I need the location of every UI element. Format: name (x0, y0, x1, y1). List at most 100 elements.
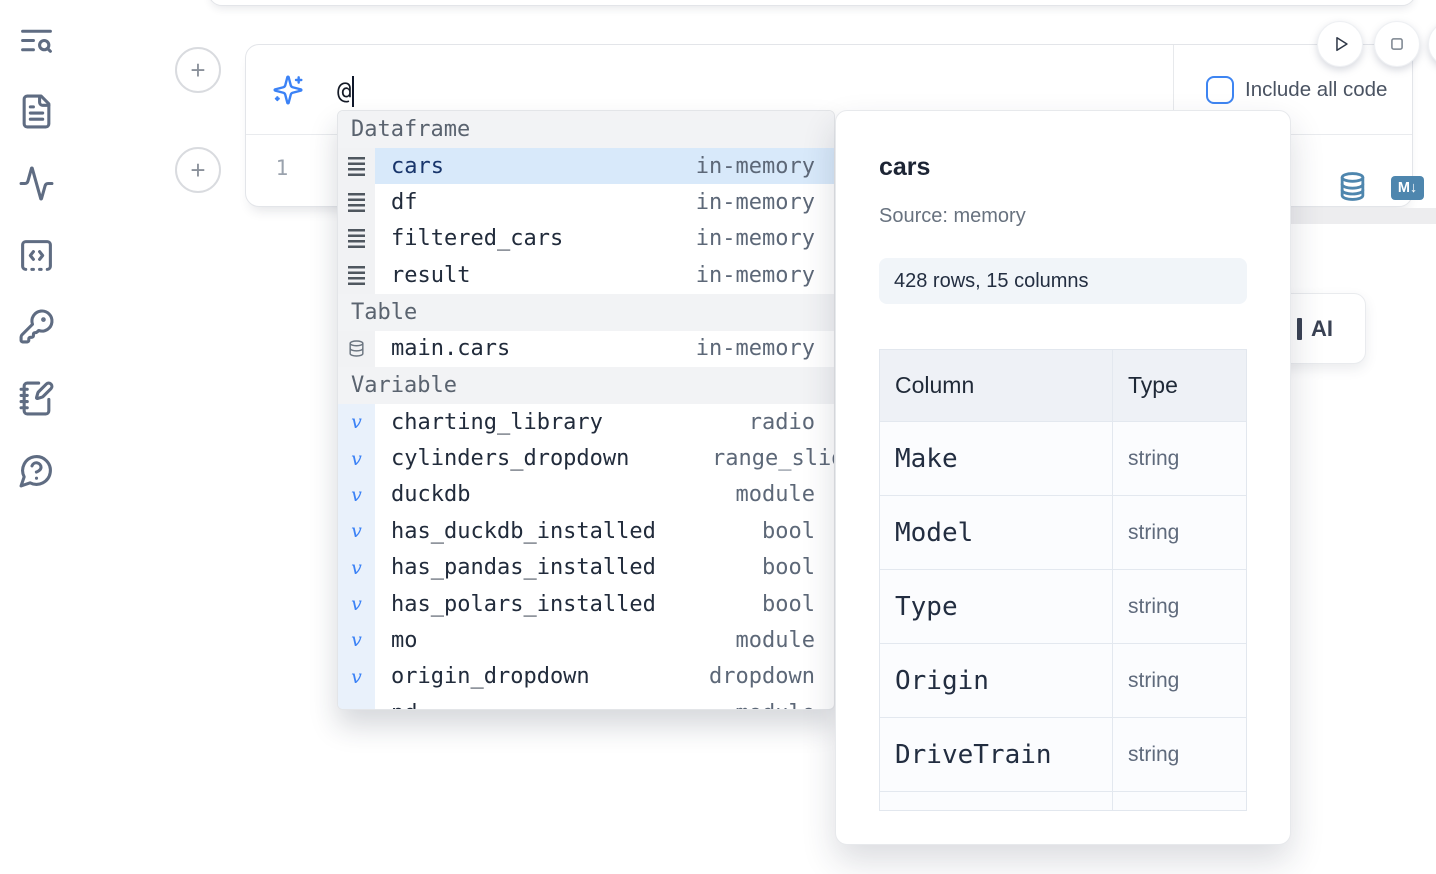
variable-icon: v (338, 403, 375, 441)
item-type: in-memory (695, 190, 815, 216)
type-header: Type (1128, 372, 1178, 398)
variable-icon: v (338, 585, 375, 623)
autocomplete-item-cars[interactable]: cars in-memory (338, 148, 834, 185)
schema-column-name: DriveTrain (895, 739, 1052, 770)
help-chat-icon[interactable] (18, 452, 55, 489)
schema-row-Model: Model string (880, 495, 1246, 569)
import-data-icon[interactable] (1337, 171, 1368, 202)
schema-column-type: string (1128, 668, 1180, 692)
table-row-partial (880, 791, 1246, 810)
item-name: has_duckdb_installed (391, 518, 656, 544)
item-name: result (391, 262, 471, 288)
item-type: bool (762, 518, 815, 544)
ai-sparkles-icon (272, 74, 304, 106)
preview-source: Source: memory (879, 205, 1026, 227)
autocomplete-item-main.cars[interactable]: main.cars in-memory (338, 330, 834, 367)
dataframe-icon (338, 257, 375, 294)
text-cursor (352, 75, 355, 107)
line-number: 1 (275, 156, 289, 180)
section-header-dataframe: Dataframe (338, 111, 834, 148)
item-type: dropdown (709, 664, 815, 690)
preview-title: cars (879, 153, 931, 181)
item-name: cars (391, 153, 444, 179)
variable-icon: v (338, 440, 375, 477)
autocomplete-item-filtered_cars[interactable]: filtered_cars in-memory (338, 220, 834, 258)
schema-row-DriveTrain: DriveTrain string (880, 717, 1246, 791)
autocomplete-item-has_duckdb_installed[interactable]: v has_duckdb_installed bool (338, 513, 834, 550)
key-icon[interactable] (18, 308, 55, 345)
section-header-table: Table (338, 293, 834, 331)
item-type: module (735, 627, 815, 653)
autocomplete-item-cylinders_dropdown[interactable]: v cylinders_dropdown range_slider (338, 440, 834, 477)
ai-prompt-input[interactable]: @ (337, 72, 737, 110)
dataframe-icon (338, 220, 375, 258)
autocomplete-item-pd[interactable]: v pd module (338, 695, 834, 709)
variable-icon: v (338, 695, 375, 709)
column-header: Column (895, 372, 975, 398)
occluded-letter-fragment (1297, 317, 1302, 340)
variable-icon: v (338, 658, 375, 696)
item-name: cylinders_dropdown (391, 446, 630, 472)
stop-cell-button[interactable] (1374, 21, 1420, 67)
input-divider (1173, 45, 1174, 134)
dataframe-icon (338, 148, 375, 185)
activity-icon[interactable] (18, 165, 55, 202)
item-name: filtered_cars (391, 226, 564, 252)
item-name: main.cars (391, 336, 511, 362)
sidebar (0, 0, 72, 874)
variable-icon: v (338, 513, 375, 550)
item-type: radio (748, 409, 815, 435)
autocomplete-item-origin_dropdown[interactable]: v origin_dropdown dropdown (338, 658, 834, 696)
schema-column-name: Origin (895, 665, 989, 696)
item-type: range_slider (712, 446, 834, 472)
item-type: in-memory (695, 153, 815, 179)
item-type: in-memory (695, 336, 815, 362)
schema-column-type: string (1128, 742, 1180, 766)
item-name: origin_dropdown (391, 664, 590, 690)
autocomplete-item-df[interactable]: df in-memory (338, 184, 834, 221)
schema-row-Origin: Origin string (880, 643, 1246, 717)
item-type: bool (762, 591, 815, 617)
file-document-icon[interactable] (18, 93, 55, 130)
schema-column-name: Model (895, 517, 974, 548)
item-name: has_polars_installed (391, 591, 656, 617)
add-cell-below-button[interactable]: + (175, 147, 221, 193)
schema-column-name: Type (895, 591, 958, 622)
more-actions-button[interactable] (1428, 21, 1436, 67)
item-type: in-memory (695, 226, 815, 252)
add-cell-above-button[interactable]: + (175, 47, 221, 93)
item-name: pd (391, 701, 418, 709)
schema-column-type: string (1128, 446, 1180, 470)
run-cell-button[interactable] (1317, 21, 1363, 67)
dataframe-icon (338, 184, 375, 221)
schema-column-name: Make (895, 443, 958, 474)
ai-prompt-value: @ (337, 77, 352, 105)
item-type: bool (762, 555, 815, 581)
variable-icon: v (338, 476, 375, 514)
item-type: module (736, 701, 815, 709)
dataframe-preview-panel: cars Source: memory 428 rows, 15 columns… (835, 110, 1291, 845)
schema-column-type: string (1128, 594, 1180, 618)
item-name: has_pandas_installed (391, 555, 656, 581)
previous-cell-edge (208, 0, 1416, 6)
text-search-icon[interactable] (18, 22, 55, 59)
autocomplete-item-has_polars_installed[interactable]: v has_polars_installed bool (338, 585, 834, 623)
item-name: mo (391, 627, 418, 653)
item-name: df (391, 190, 418, 216)
section-header-variable: Variable (338, 366, 834, 404)
scratchpad-icon[interactable] (18, 380, 55, 417)
ai-button-label: AI (1311, 315, 1333, 341)
include-all-code-label[interactable]: Include all code (1245, 78, 1388, 101)
schema-column-type: string (1128, 520, 1180, 544)
include-all-code-checkbox[interactable] (1206, 76, 1234, 104)
schema-table-header: Column Type (880, 350, 1246, 421)
code-snippets-icon[interactable] (18, 237, 55, 274)
markdown-icon[interactable]: M↓ (1391, 176, 1424, 200)
